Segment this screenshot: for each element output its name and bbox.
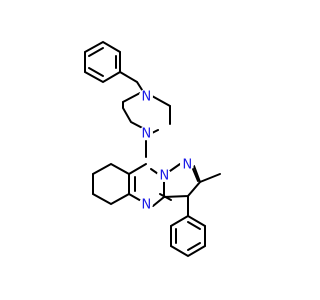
atom-label-nitrogen: N [142,127,152,142]
atom-label-nitrogen: N [142,90,152,105]
phenyl-ring-inner-bonds [175,221,201,251]
atom-label-nitrogen: N [183,158,193,173]
atom-bg [157,168,171,182]
benzyl-ring-inner-bonds [88,47,117,77]
pyrazole-ring [163,163,202,198]
benzyl-ch2-bond [119,71,145,94]
atom-bg [139,197,153,211]
atom-labels: N N N N N [139,89,194,213]
methyl-bond [199,173,221,183]
pyrazole-double-bond [192,168,199,182]
atom-bg [139,89,153,103]
atom-bg [180,157,194,171]
cyclohexane-ring [92,162,130,206]
phenyl-ring [170,214,206,258]
atom-label-nitrogen: N [160,169,170,184]
atom-label-nitrogen: N [142,198,152,213]
piperazine-ring [122,92,171,135]
molecule-structure: N N N N N [84,40,221,258]
atom-bg [139,126,153,140]
bonds [84,40,221,258]
